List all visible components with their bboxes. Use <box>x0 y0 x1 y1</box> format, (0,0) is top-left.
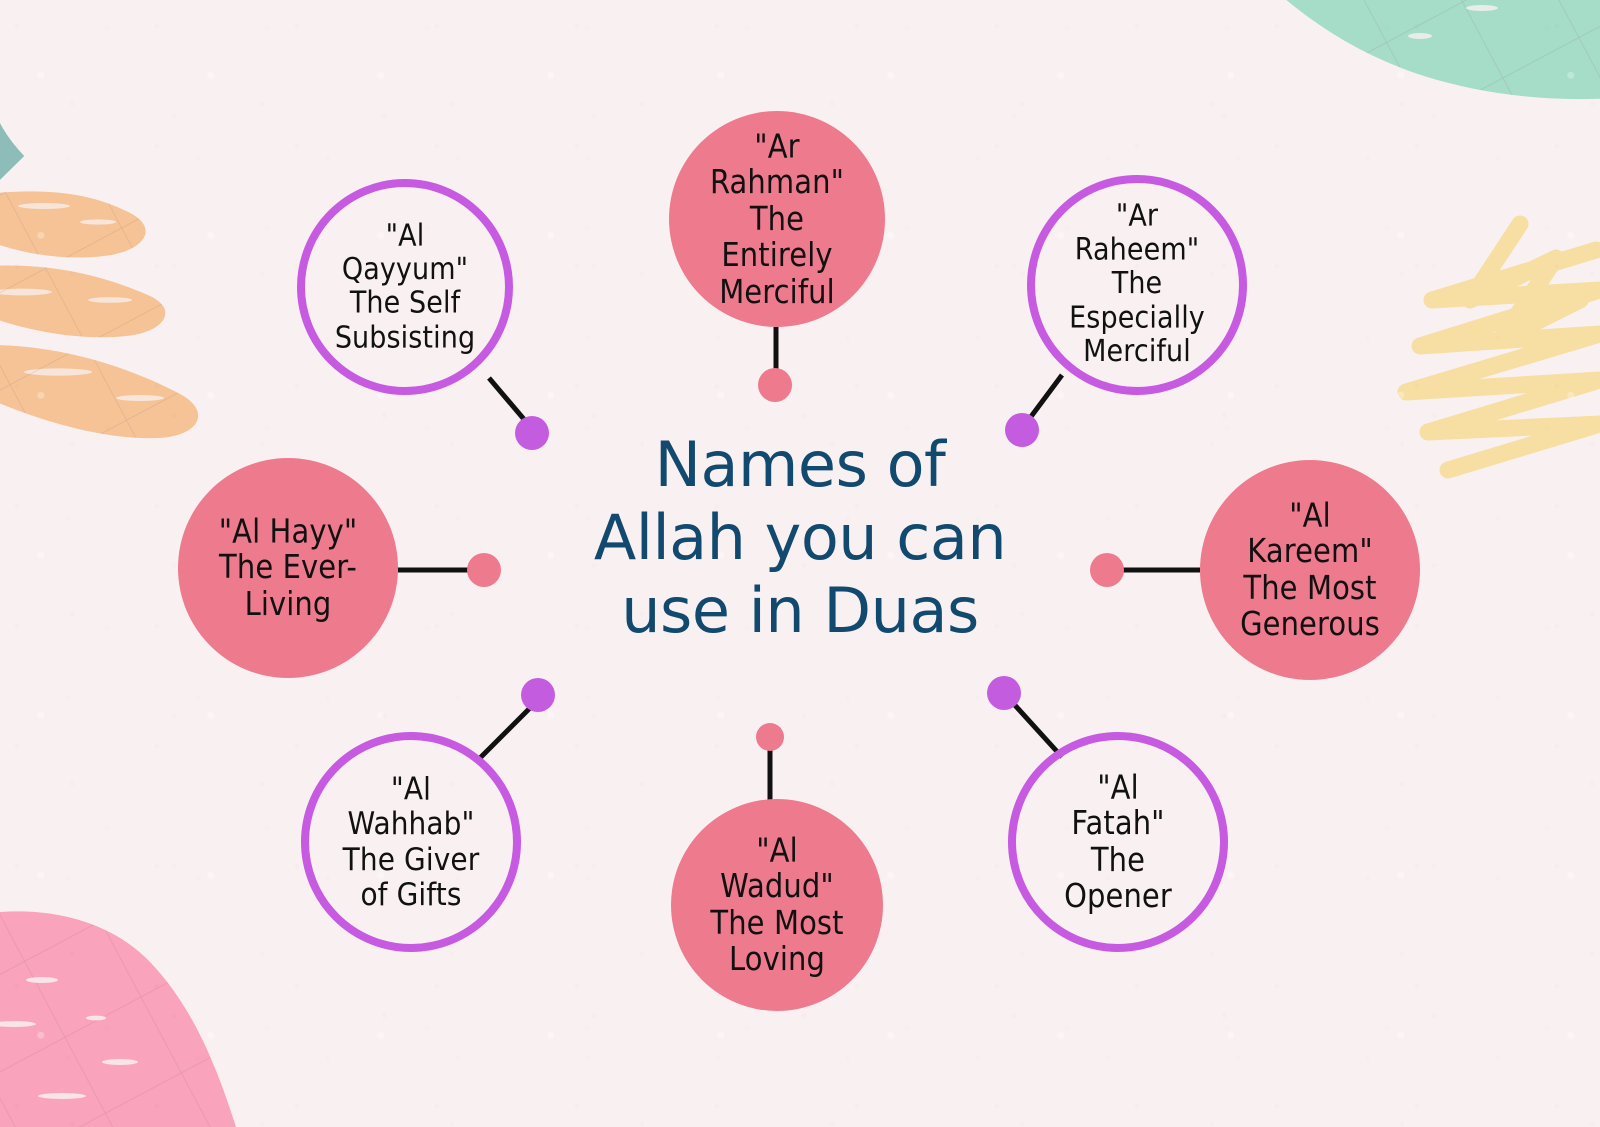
blob-mint-top-right <box>1286 0 1600 100</box>
dot-al-fatah <box>987 676 1021 710</box>
node-label-ar-rahman: "Ar Rahman" The Entirely Merciful <box>709 126 845 311</box>
node-al-qayyum[interactable]: "Al Qayyum" The Self Subsisting <box>297 179 513 395</box>
dot-al-qayyum <box>515 416 549 450</box>
node-label-al-hayy: "Al Hayy" The Ever- Living <box>218 512 358 624</box>
dot-al-wadud <box>756 723 784 751</box>
scribble-yellow-right <box>1397 215 1600 479</box>
node-ar-raheem[interactable]: "Ar Raheem" The Especially Merciful <box>1027 175 1247 395</box>
blob-pink-bottom-left <box>0 911 236 1127</box>
page-title: Names of Allah you can use in Duas <box>593 428 1007 648</box>
dot-al-wahhab <box>521 678 555 712</box>
line-al-wahhab <box>476 702 536 762</box>
node-label-al-qayyum: "Al Qayyum" The Self Subsisting <box>334 218 476 355</box>
node-label-al-kareem: "Al Kareem" The Most Generous <box>1240 496 1380 644</box>
line-ar-raheem <box>1024 373 1065 424</box>
dot-ar-raheem <box>1005 413 1039 447</box>
line-al-fatah <box>1010 700 1064 759</box>
node-al-wadud[interactable]: "Al Wadud" The Most Loving <box>671 799 883 1011</box>
node-label-al-wahhab: "Al Wahhab" The Giver of Gifts <box>342 770 480 913</box>
node-al-hayy[interactable]: "Al Hayy" The Ever- Living <box>178 458 398 678</box>
node-ar-rahman[interactable]: "Ar Rahman" The Entirely Merciful <box>669 111 885 327</box>
node-label-al-fatah: "Al Fatah" The Opener <box>1064 768 1172 916</box>
dot-al-hayy <box>467 553 501 587</box>
node-al-wahhab[interactable]: "Al Wahhab" The Giver of Gifts <box>301 732 521 952</box>
node-label-al-wadud: "Al Wadud" The Most Loving <box>710 831 844 979</box>
node-al-kareem[interactable]: "Al Kareem" The Most Generous <box>1200 460 1420 680</box>
node-label-ar-raheem: "Ar Raheem" The Especially Merciful <box>1069 199 1205 370</box>
dot-ar-rahman <box>758 368 792 402</box>
line-al-qayyum <box>487 376 530 426</box>
dot-al-kareem <box>1090 553 1124 587</box>
node-al-fatah[interactable]: "Al Fatah" The Opener <box>1008 732 1228 952</box>
strokes-orange-left <box>0 191 199 439</box>
